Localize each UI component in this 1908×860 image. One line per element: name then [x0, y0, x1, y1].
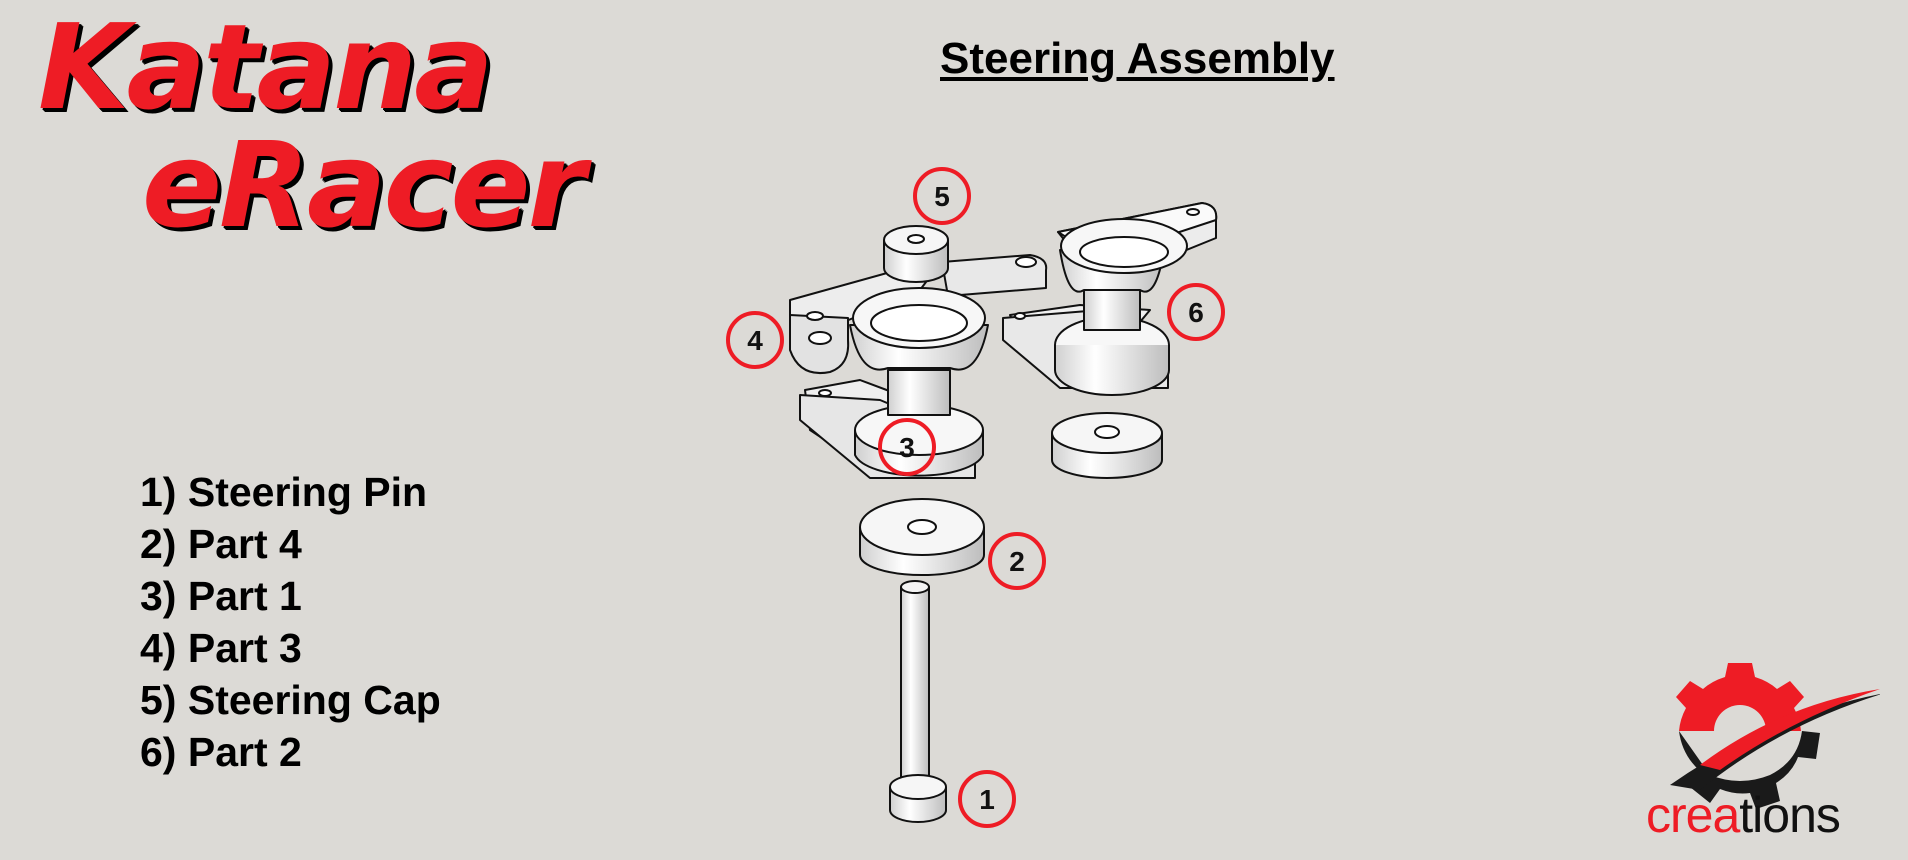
callout-2: 2 [988, 532, 1046, 590]
logo-text-red: crea [1646, 787, 1740, 843]
svg-text:3: 3 [899, 432, 915, 463]
callout-6: 6 [1167, 283, 1225, 341]
brand-title-line2: eRacer [142, 116, 586, 254]
part-item-3: 3) Part 1 [140, 573, 302, 619]
logo-text-dark: tions [1739, 787, 1841, 843]
svg-text:6: 6 [1188, 297, 1204, 328]
svg-text:2: 2 [1009, 546, 1025, 577]
callout-3: 3 [878, 418, 936, 476]
part-item-6: 6) Part 2 [140, 729, 302, 775]
brand-title-line1: Katana [38, 0, 494, 136]
parts-list: 1) Steering Pin 2) Part 4 3) Part 1 4) P… [140, 466, 441, 778]
svg-text:4: 4 [747, 325, 763, 356]
part-4-drawing [859, 498, 985, 576]
svg-text:5: 5 [934, 181, 950, 212]
part-item-1: 1) Steering Pin [140, 469, 428, 515]
part-item-2: 2) Part 4 [140, 521, 302, 567]
part-item-5: 5) Steering Cap [140, 677, 441, 723]
part-item-4: 4) Part 3 [140, 625, 302, 671]
callout-1: 1 [958, 770, 1016, 828]
svg-text:1: 1 [979, 784, 995, 815]
steering-pin-drawing [889, 580, 947, 823]
part-2-drawing [1002, 202, 1218, 396]
washer-right-drawing [1051, 412, 1163, 479]
part-3-drawing [789, 254, 1048, 374]
diagram-title: Steering Assembly [940, 34, 1335, 83]
callout-5: 5 [913, 167, 971, 225]
creations-logo-text: creations [1646, 787, 1841, 843]
callout-4: 4 [726, 311, 784, 369]
part-1-drawing [799, 287, 989, 479]
part-5-drawing [883, 225, 949, 283]
creations-gear-logo [1670, 663, 1880, 809]
